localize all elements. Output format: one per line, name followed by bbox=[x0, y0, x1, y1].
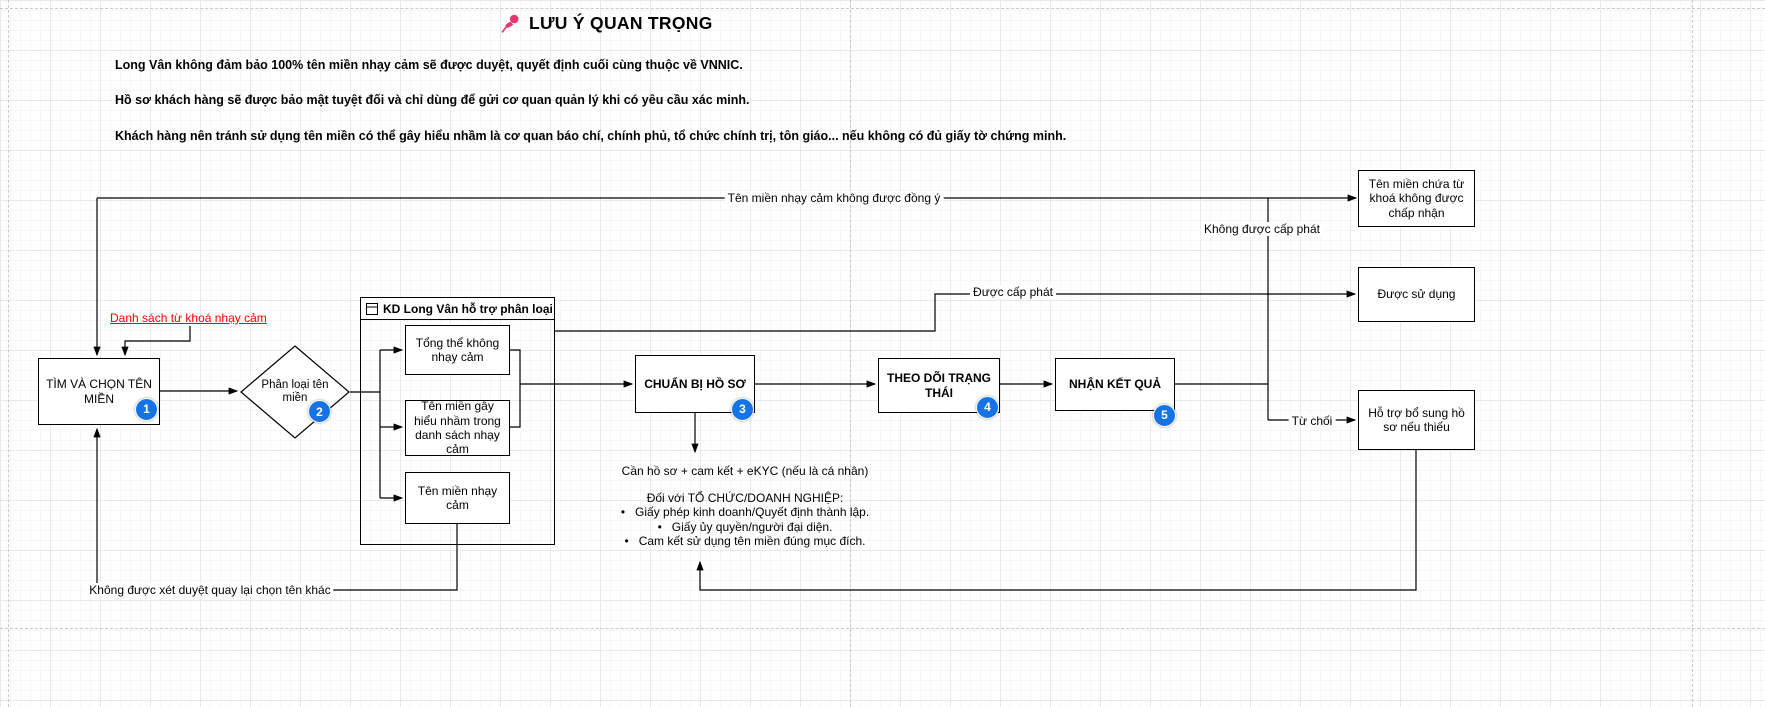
step-badge-1: 1 bbox=[135, 398, 158, 421]
node-label: Tổng thể không nhạy cảm bbox=[415, 335, 500, 364]
node-label: Phân loại tên miền bbox=[261, 378, 329, 404]
edge-label-refused: Từ chối bbox=[1288, 414, 1336, 428]
page-title-text: LƯU Ý QUAN TRỌNG bbox=[529, 13, 713, 33]
step-badge-5: 5 bbox=[1153, 404, 1176, 427]
docs-line-ekyc: Cần hồ sơ + cam kết + eKYC (nếu là cá nh… bbox=[621, 464, 869, 478]
collapse-icon[interactable] bbox=[366, 302, 378, 315]
node-outcome-support[interactable]: Hỗ trợ bổ sung hồ sơ nếu thiếu bbox=[1358, 390, 1475, 450]
page-guide-horizontal bbox=[0, 8, 1765, 9]
node-label: Tên miền chứa từ khoá không được chấp nh… bbox=[1368, 176, 1465, 220]
note-line-3: Khách hàng nên tránh sử dụng tên miền có… bbox=[115, 129, 1067, 143]
node-classify-not-sensitive[interactable]: Tổng thể không nhạy cảm bbox=[405, 325, 510, 375]
node-prepare-documents[interactable]: CHUẨN BỊ HỒ SƠ 3 bbox=[635, 355, 755, 421]
node-label: Tên miền gây hiểu nhầm trong danh sách n… bbox=[414, 399, 501, 457]
container-header: KD Long Vân hỗ trợ phân loại bbox=[361, 298, 554, 320]
edge-label-retry: Không được xét duyệt quay lại chọn tên k… bbox=[86, 583, 334, 597]
note-line-2: Hồ sơ khách hàng sẽ được bảo mật tuyệt đ… bbox=[115, 93, 750, 107]
docs-bullet-2: • Giấy ủy quyền/người đại diện. bbox=[657, 519, 833, 534]
edge-allocated-to-used bbox=[555, 290, 1357, 332]
step-badge-4: 4 bbox=[976, 396, 999, 419]
document-requirements: Cần hồ sơ + cam kết + eKYC (nếu là cá nh… bbox=[555, 464, 935, 549]
node-label: CHUẨN BỊ HỒ SƠ bbox=[644, 376, 746, 391]
edge-label-not-approved: Tên miền nhạy cảm không được đồng ý bbox=[724, 191, 944, 205]
pushpin-icon bbox=[501, 13, 521, 34]
edge-keywords-link-to-step1 bbox=[121, 326, 191, 357]
note-line-1: Long Vân không đảm bảo 100% tên miền nhạ… bbox=[115, 58, 743, 72]
node-find-choose-domain[interactable]: TÌM VÀ CHỌN TÊN MIỀN 1 bbox=[38, 358, 160, 425]
node-label: NHẬN KẾT QUẢ bbox=[1069, 377, 1161, 392]
node-label: Tên miền nhạy cảm bbox=[417, 483, 498, 512]
page-guide-vertical bbox=[8, 0, 9, 707]
node-label: Hỗ trợ bổ sung hồ sơ nếu thiếu bbox=[1368, 405, 1465, 434]
node-label: TÌM VÀ CHỌN TÊN MIỀN bbox=[46, 377, 152, 406]
node-classify-domain[interactable]: Phân loại tên miền 2 bbox=[240, 345, 350, 439]
node-label: THEO DÕI TRẠNG THÁI bbox=[887, 371, 991, 400]
node-receive-result[interactable]: NHẬN KẾT QUẢ 5 bbox=[1055, 358, 1176, 427]
node-outcome-keyword-rejected[interactable]: Tên miền chứa từ khoá không được chấp nh… bbox=[1358, 170, 1475, 227]
container-title: KD Long Vân hỗ trợ phân loại bbox=[383, 301, 553, 316]
page-title: LƯU Ý QUAN TRỌNG bbox=[501, 13, 713, 34]
page-guide-horizontal bbox=[0, 628, 1765, 629]
page-guide-vertical bbox=[850, 0, 851, 707]
step-badge-3: 3 bbox=[731, 398, 754, 421]
edge-label-allocated: Được cấp phát bbox=[970, 285, 1056, 299]
node-classify-sensitive[interactable]: Tên miền nhạy cảm bbox=[405, 472, 510, 524]
sensitive-keywords-link[interactable]: Danh sách từ khoá nhạy cảm bbox=[110, 311, 267, 325]
step-badge-2: 2 bbox=[308, 400, 331, 423]
node-track-status[interactable]: THEO DÕI TRẠNG THÁI 4 bbox=[878, 358, 1000, 419]
docs-heading: Đối với TỔ CHỨC/DOANH NGHIỆP: bbox=[646, 490, 844, 505]
page-guide-vertical bbox=[1692, 0, 1693, 707]
docs-bullet-3: • Cam kết sử dụng tên miền đúng mục đích… bbox=[624, 534, 866, 548]
edge-label-not-allocated: Không được cấp phát bbox=[1201, 222, 1323, 236]
node-label: Được sử dụng bbox=[1377, 287, 1456, 302]
docs-bullet-1: • Giấy phép kinh doanh/Quyết định thành … bbox=[620, 505, 870, 519]
node-classify-misleading[interactable]: Tên miền gây hiểu nhầm trong danh sách n… bbox=[405, 399, 510, 457]
node-outcome-used[interactable]: Được sử dụng bbox=[1358, 267, 1475, 322]
